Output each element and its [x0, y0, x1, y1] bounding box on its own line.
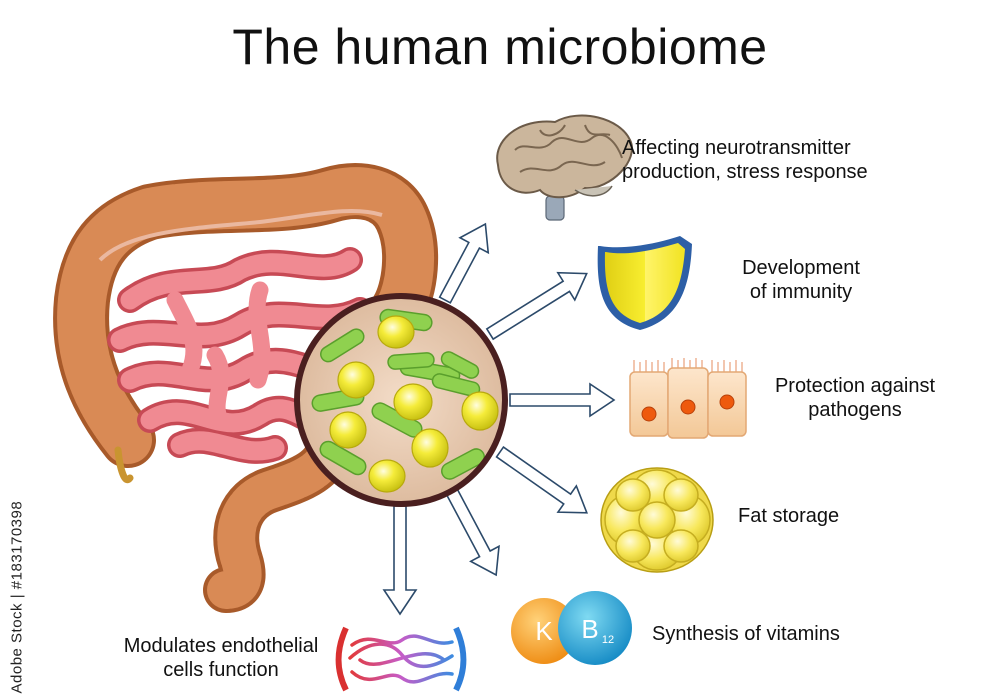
arrow-immunity — [482, 260, 596, 348]
fat-cell-cluster-icon — [601, 468, 713, 572]
microbiome-magnifier — [297, 296, 505, 504]
arrow-brain — [431, 217, 500, 308]
arrow-vitamins — [438, 484, 510, 582]
epithelial-cells-icon — [630, 358, 746, 438]
label-immunity-line2: of immunity — [730, 280, 872, 304]
label-vitamins: Synthesis of vitamins — [652, 622, 840, 646]
label-fat-storage: Fat storage — [738, 504, 839, 528]
label-neurotransmitter: Affecting neurotransmitter production, s… — [622, 136, 868, 184]
label-pathogens: Protection against pathogens — [770, 374, 940, 422]
label-neurotransmitter-line1: Affecting neurotransmitter — [622, 136, 868, 160]
arrow-fat — [491, 439, 596, 526]
vitamin-k-letter: K — [535, 616, 553, 646]
shield-icon — [598, 236, 692, 330]
watermark-text: Adobe Stock | #183170398 — [9, 444, 26, 694]
label-immunity: Development of immunity — [730, 256, 872, 304]
vitamin-spheres-icon: K B 12 — [511, 591, 632, 665]
arrow-pathogens — [510, 384, 614, 416]
label-endothelial-line1: Modulates endothelial — [118, 634, 324, 658]
label-pathogens-line2: pathogens — [770, 398, 940, 422]
arrow-endothelial — [384, 506, 416, 614]
brain-icon — [497, 116, 632, 220]
label-immunity-line1: Development — [730, 256, 872, 280]
label-neurotransmitter-line2: production, stress response — [622, 160, 868, 184]
stock-watermark: Adobe Stock | #183170398 — [2, 440, 32, 700]
blood-vessel-icon — [339, 628, 464, 690]
label-endothelial: Modulates endothelial cells function — [118, 634, 324, 682]
label-endothelial-line2: cells function — [118, 658, 324, 682]
vitamin-b-subscript: 12 — [602, 634, 614, 646]
vitamin-b-letter: B — [581, 614, 598, 644]
label-pathogens-line1: Protection against — [770, 374, 940, 398]
